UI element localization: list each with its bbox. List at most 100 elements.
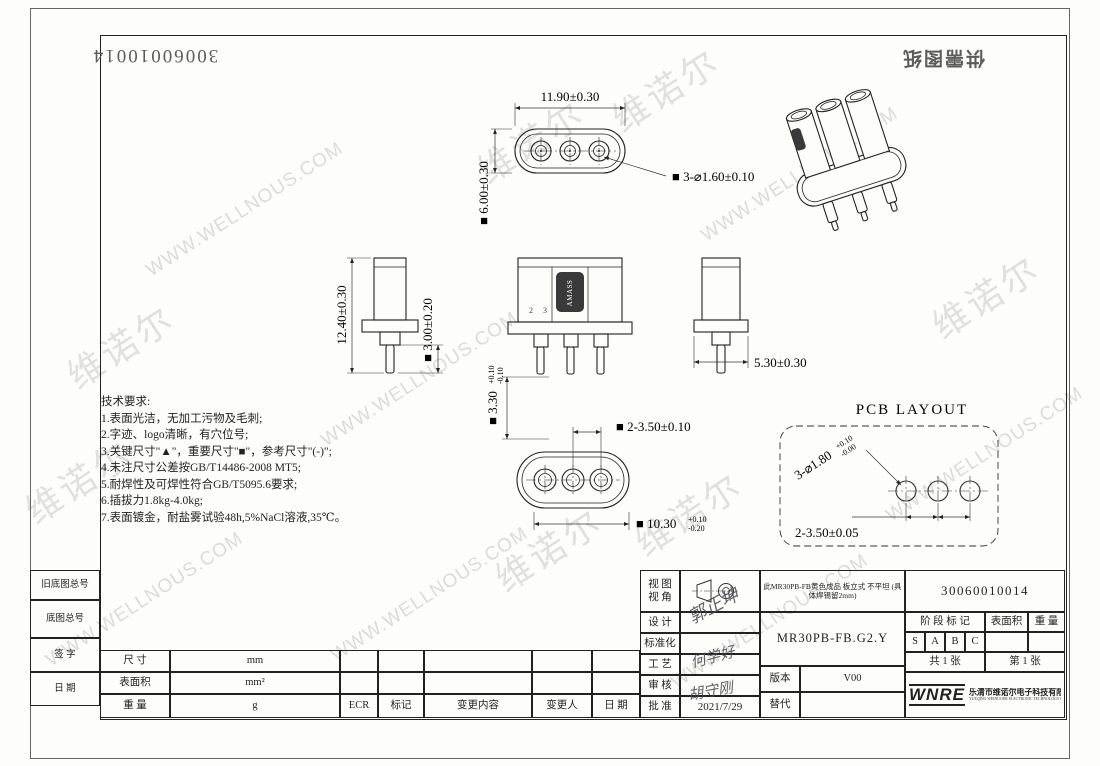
angle-label: 视 角 — [648, 591, 672, 603]
cell-projection-symbol — [680, 570, 760, 612]
dim-body-length-tol-dn: -0.20 — [688, 524, 705, 533]
cell-product-description: 此MR30PB-FB黄色成品 板立式 不平坦 (具体焊锡留2mm) — [760, 570, 905, 612]
dim-hole-pitch: ■ 2-3.50±0.10 — [616, 419, 691, 434]
cell-process-label: 工 艺 — [640, 654, 680, 675]
cell-weight-blank — [1028, 632, 1065, 652]
pcb-hole-dim: 3-⌀1.80 — [791, 447, 834, 482]
cell-review-sign — [680, 675, 760, 696]
projection-symbol-icon — [692, 579, 740, 603]
view-label: 视 图 — [648, 578, 672, 590]
brand-text: AMASS — [566, 280, 574, 307]
cell-replace-value — [800, 692, 905, 718]
cell-approve-date: 2021/7/29 — [680, 696, 760, 718]
dim-pin-length: ■ 3.00±0.20 — [420, 298, 435, 362]
pcb-pitch-dim: 2-3.50±0.05 — [795, 525, 858, 540]
ecr-cell — [592, 672, 640, 694]
tech-req-item: 4.未注尺寸公差按GB/T14486-2008 MT5; — [101, 462, 301, 474]
dim-body-length-tol-up: +0.10 — [688, 515, 707, 524]
company-name-cn: 乐清市维诺尔电子科技有限公司 — [968, 687, 1061, 697]
dim-pin-under-tol-dn: -0.10 — [496, 367, 505, 384]
cell-area-label: 表面积 — [100, 672, 170, 694]
dim-side-height: 12.40±0.30 — [334, 285, 349, 344]
cell-part-number: MR30PB-FB.G2.Y — [760, 612, 905, 666]
ecr-header-ecr: ECR — [340, 694, 378, 718]
cell-review-label: 审 核 — [640, 675, 680, 696]
ecr-cell — [340, 650, 378, 672]
ecr-cell — [592, 650, 640, 672]
cell-standard-sign — [680, 633, 760, 654]
cell-doc-number: 30060010014 — [905, 570, 1065, 612]
cell-stage-header: 阶 段 标 记 — [905, 612, 985, 632]
tech-req-item: 2.字迹、logo清晰，有穴位号; — [101, 429, 249, 441]
cell-stage-b: B — [945, 632, 965, 652]
ecr-cell — [378, 650, 424, 672]
right-side-view — [693, 257, 749, 374]
tech-req-title: 技术要求: — [101, 396, 151, 408]
cell-date-label: 日 期 — [30, 672, 100, 706]
company-logo: WNRE — [909, 684, 965, 706]
dim-depth: 5.30±0.30 — [754, 355, 807, 370]
cell-weight-label: 重 量 — [100, 694, 170, 718]
cell-old-master-no: 旧底图总号 — [30, 570, 100, 600]
isometric-view — [785, 89, 907, 231]
tech-req-item: 3.关键尺寸"▲"，重要尺寸"■"，参考尺寸"(-)"; — [101, 445, 332, 458]
cell-weight-header: 重 量 — [1028, 612, 1065, 632]
technical-requirements: 技术要求: 1.表面光洁，无加工污物及毛刺; 2.字迹、logo清晰，有穴位号;… — [101, 394, 441, 526]
cell-version-label: 版本 — [760, 666, 800, 692]
ecr-header-person: 变更人 — [532, 694, 592, 718]
cell-sheet-total: 共 1 张 — [905, 652, 985, 672]
tech-req-item: 7.表面镀金，耐盐雾试验48h,5%NaCl溶液,35℃。 — [101, 511, 347, 524]
ecr-header-content: 变更内容 — [424, 694, 532, 718]
cell-area-blank — [985, 632, 1028, 652]
ecr-cell — [378, 672, 424, 694]
cell-size-label: 尺 寸 — [100, 650, 170, 672]
cell-master-no: 底图总号 — [30, 600, 100, 638]
pin-number-3: 3 — [543, 306, 547, 315]
cell-version-value: V00 — [800, 666, 905, 692]
cell-sheet-number: 第 1 张 — [985, 652, 1065, 672]
company-name-en: YUEQING WEINUOER ELECTRONIC TECHNOLOGY C… — [968, 696, 1061, 702]
cell-approve-label: 批 准 — [640, 696, 680, 718]
cell-signature-label: 签 字 — [30, 638, 100, 672]
ecr-header-date: 日 期 — [592, 694, 640, 718]
pin-number-2: 2 — [529, 306, 533, 315]
tech-req-item: 5.耐焊性及可焊性符合GB/T5095.6要求; — [101, 478, 298, 491]
brand-label — [556, 272, 584, 312]
ecr-cell — [424, 672, 532, 694]
dim-pin-under: ■ 3.30 — [485, 391, 500, 425]
cell-design-sign — [680, 612, 760, 633]
cell-area-value: mm² — [170, 672, 340, 694]
ecr-cell — [424, 650, 532, 672]
dim-pin-under-tol-up: +0.10 — [487, 365, 496, 384]
tech-req-item: 1.表面光洁，无加工污物及毛刺; — [101, 412, 263, 425]
cell-view-angle: 视 图 视 角 — [640, 570, 680, 612]
cell-stage-c: C — [965, 632, 985, 652]
dim-top-holes: ■ 3-⌀1.60±0.10 — [672, 169, 754, 184]
ecr-cell — [532, 650, 592, 672]
dim-top-width: 11.90±0.30 — [541, 89, 600, 104]
dim-top-height: ■ 6.00±0.30 — [476, 161, 491, 225]
pcb-layout — [779, 425, 999, 547]
top-view — [514, 128, 626, 174]
cell-size-value: mm — [170, 650, 340, 672]
stamp-drawing-type: 供需图纸 — [901, 47, 986, 68]
dim-body-length: ■ 10.30 — [636, 516, 676, 531]
left-side-view — [361, 257, 419, 374]
cell-design-label: 设 计 — [640, 612, 680, 633]
cell-standard-label: 标准化 — [640, 633, 680, 654]
cell-replace-label: 替代 — [760, 692, 800, 718]
tech-req-item: 6.插拔力1.8kg-4.0kg; — [101, 495, 203, 507]
cell-weight-value: g — [170, 694, 340, 718]
ecr-header-mark: 标记 — [378, 694, 424, 718]
cell-stage-a: A — [925, 632, 945, 652]
pcb-layout-title: PCB LAYOUT — [856, 402, 968, 418]
ecr-cell — [532, 672, 592, 694]
dimension-lines — [347, 103, 749, 530]
cell-company: WNRE 乐清市维诺尔电子科技有限公司 YUEQING WEINUOER ELE… — [905, 672, 1065, 718]
stamp-doc-number: 30060010014 — [91, 45, 219, 66]
cell-area-header: 表面积 — [985, 612, 1028, 632]
ecr-cell — [340, 672, 378, 694]
cell-stage-s: S — [905, 632, 925, 652]
